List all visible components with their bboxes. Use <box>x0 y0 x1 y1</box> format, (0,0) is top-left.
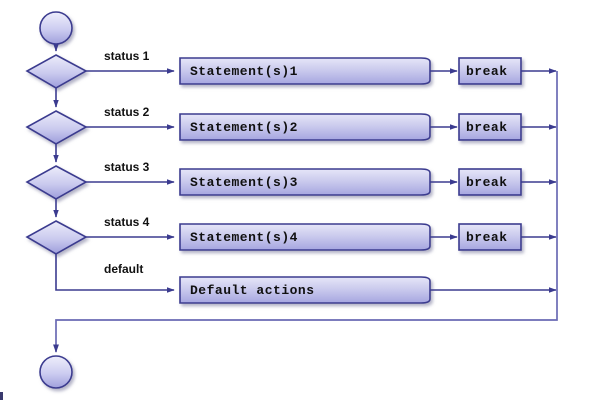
start-node-group <box>39 11 73 52</box>
decision-diamond-4 <box>25 220 88 255</box>
break-label-1: break <box>466 64 508 79</box>
statement-label-3: Statement(s)3 <box>190 175 298 190</box>
statement-label-1: Statement(s)1 <box>190 64 298 79</box>
edge-default-branch <box>55 254 175 293</box>
decision-diamond-3 <box>25 165 88 200</box>
decision-diamond-2 <box>25 110 88 145</box>
break-box-1 <box>458 57 522 85</box>
decision-1-group <box>25 54 88 89</box>
default-actions-box <box>179 276 431 304</box>
decision-2-group <box>25 110 88 145</box>
break-box-3 <box>458 168 522 196</box>
break-label-4: break <box>466 230 508 245</box>
edge-label-default: default <box>104 262 144 276</box>
statement-label-4: Statement(s)4 <box>190 230 298 245</box>
start-circle <box>39 11 73 45</box>
decision-diamond-1 <box>25 54 88 89</box>
statement-box-2 <box>179 113 431 141</box>
corner-artifact <box>0 392 3 400</box>
edge-label-status-4: status 4 <box>104 215 150 229</box>
default-actions-label: Default actions <box>190 283 315 298</box>
edge-label-status-2: status 2 <box>104 105 150 119</box>
decision-4-group <box>25 220 88 255</box>
statement-box-4 <box>179 223 431 251</box>
end-circle <box>39 355 73 389</box>
break-label-2: break <box>466 120 508 135</box>
statement-label-2: Statement(s)2 <box>190 120 298 135</box>
edge-label-status-3: status 3 <box>104 160 150 174</box>
decision-3-group <box>25 165 88 200</box>
statement-box-1 <box>179 57 431 85</box>
break-box-2 <box>458 113 522 141</box>
statement-box-3 <box>179 168 431 196</box>
edge-collector-to-end <box>53 71 558 353</box>
edge-label-status-1: status 1 <box>104 49 150 63</box>
break-label-3: break <box>466 175 508 190</box>
